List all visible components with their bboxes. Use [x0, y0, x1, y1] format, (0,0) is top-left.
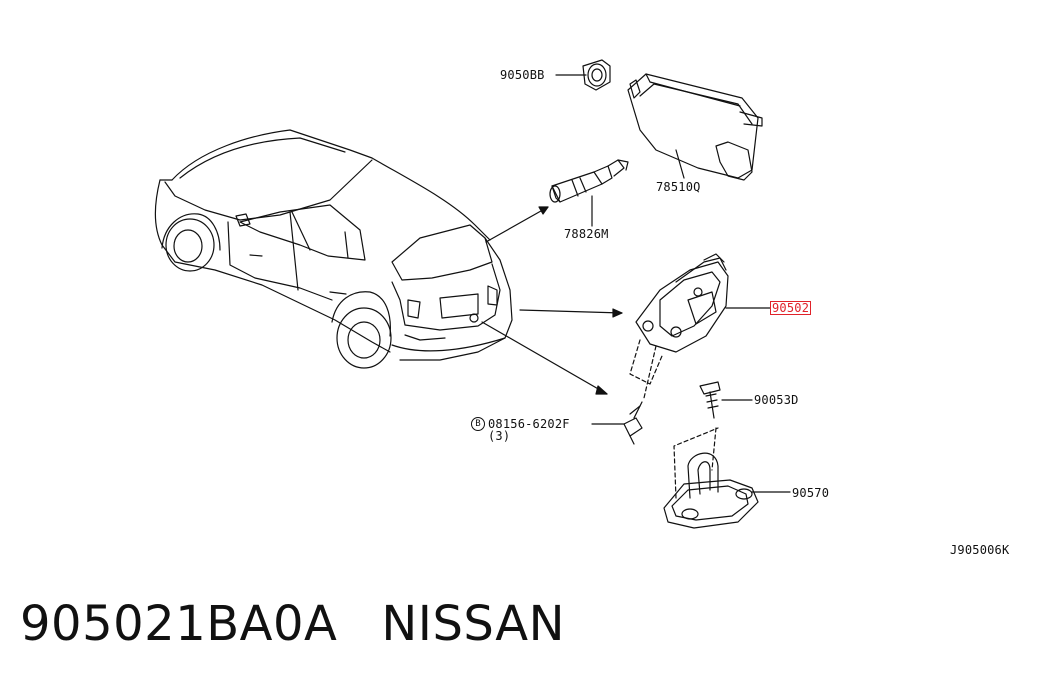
label-90570: 90570 [792, 486, 830, 500]
label-08156-quantity: (3) [488, 429, 511, 443]
diagram-code: J905006K [950, 543, 1010, 557]
label-90053D: 90053D [754, 393, 799, 407]
label-9050BB: 9050BB [500, 68, 545, 82]
bolt-marker-circle: B [471, 417, 485, 431]
part-08156-bolt [591, 401, 643, 445]
label-78510Q: 78510Q [656, 180, 701, 194]
part-90053D-screw [699, 381, 753, 471]
arrow-to-90502 [519, 308, 623, 318]
part-number: 905021BA0A [20, 596, 338, 652]
part-90570-striker [663, 427, 791, 529]
label-08156-6202F: 08156-6202F [488, 417, 570, 431]
arrow-to-bolt [481, 321, 608, 395]
vehicle-illustration [154, 129, 513, 369]
part-90502-latch [629, 253, 771, 399]
brand-name: NISSAN [381, 596, 566, 652]
arrow-to-78826M [485, 206, 549, 243]
part-footer: 905021BA0A NISSAN [20, 596, 565, 652]
part-78510Q-actuator [627, 73, 763, 181]
part-78826M-switch [549, 159, 629, 227]
label-78826M: 78826M [564, 227, 609, 241]
label-90502-highlighted[interactable]: 90502 [770, 301, 812, 315]
part-9050BB-grommet [555, 59, 611, 91]
